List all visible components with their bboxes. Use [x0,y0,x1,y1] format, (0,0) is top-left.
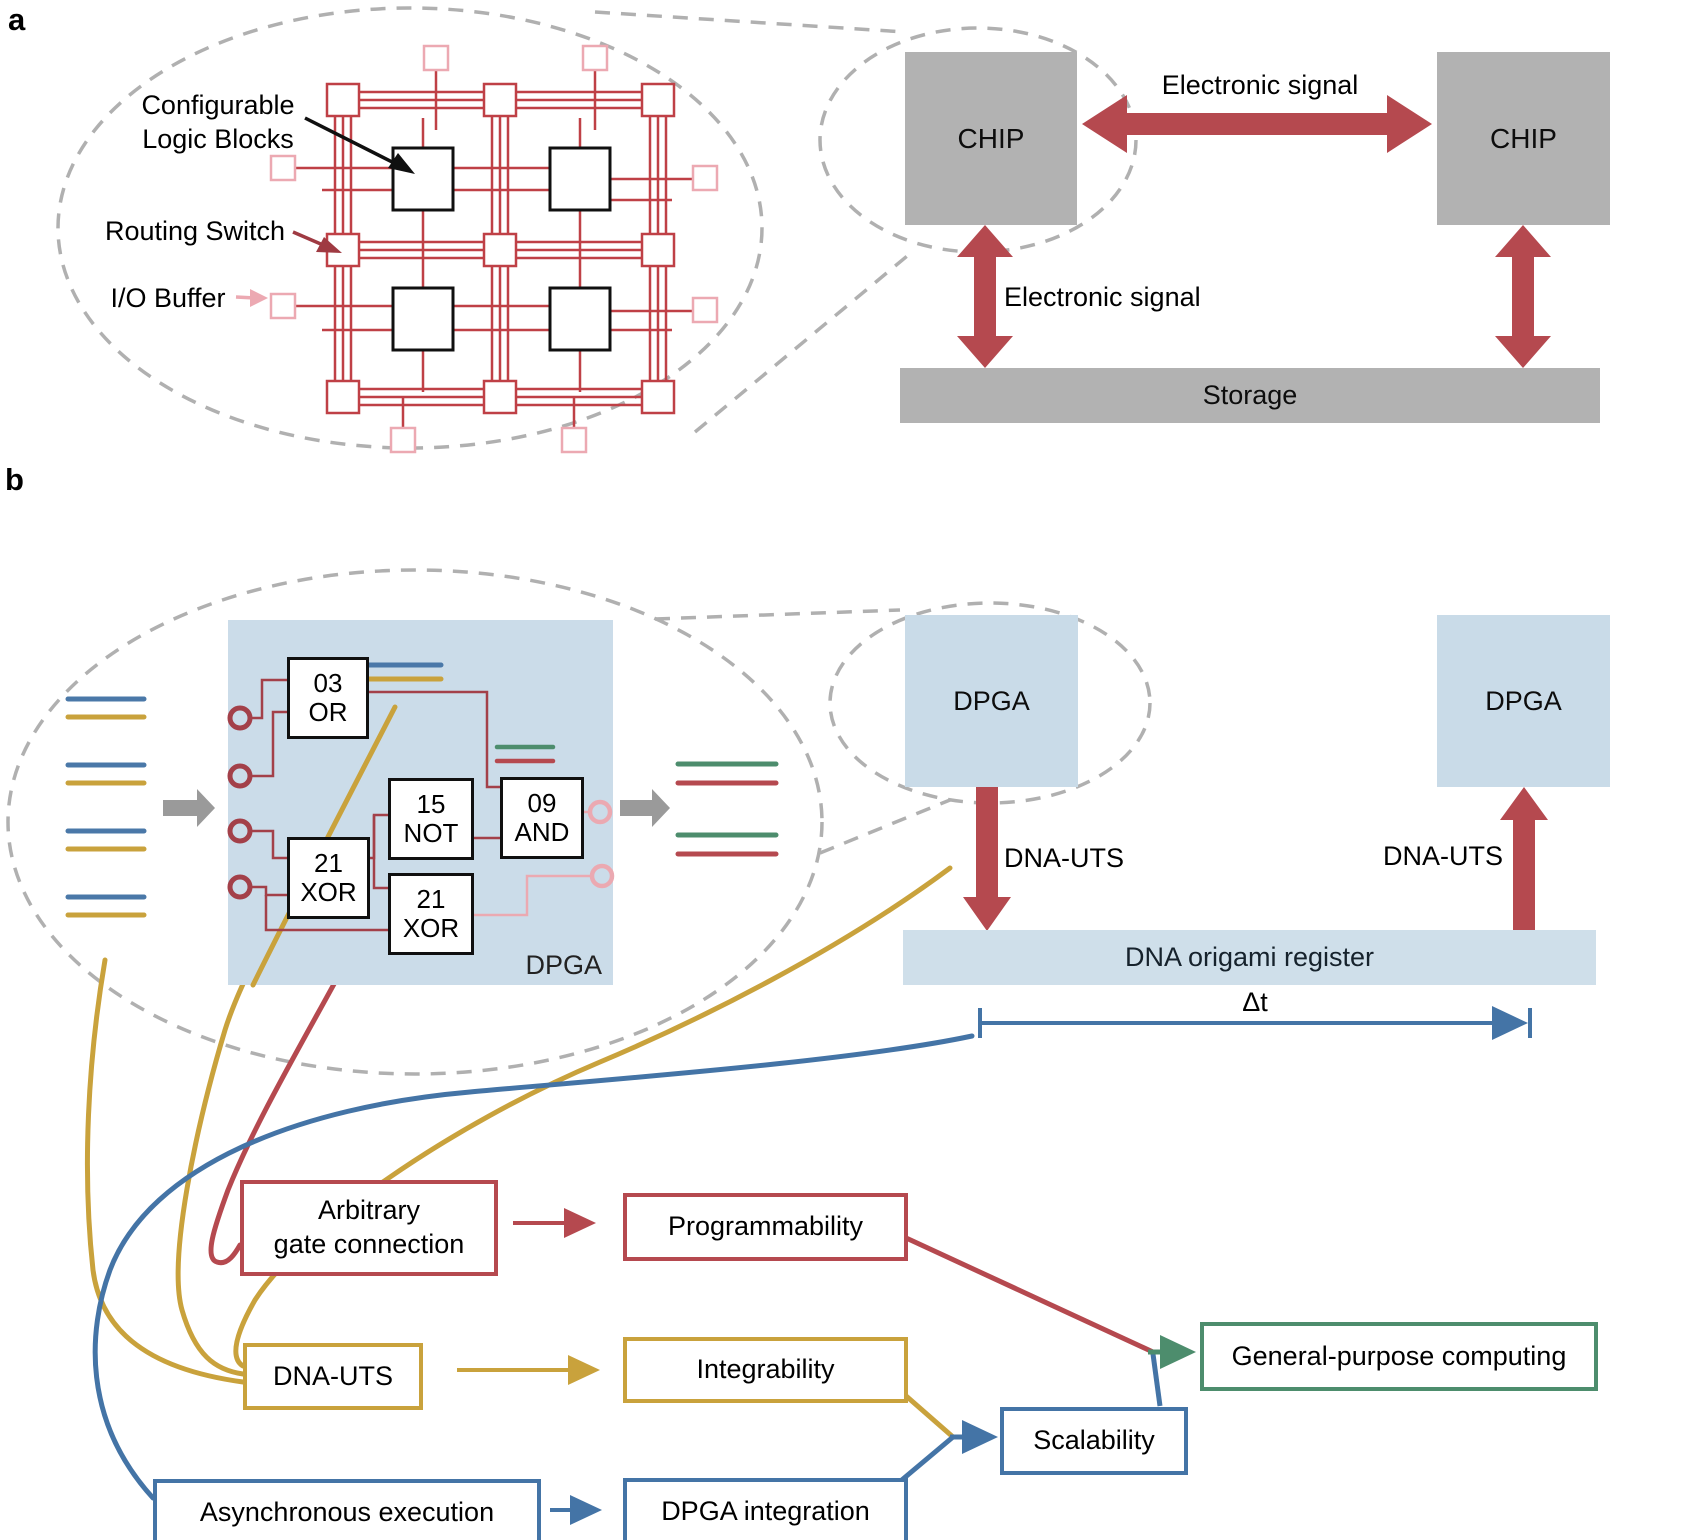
dna-uts-left-label: DNA-UTS [1004,842,1124,873]
gate-xor1: 21 XOR [287,837,370,919]
general-purpose-label: General-purpose computing [1231,1340,1567,1371]
dpga-integration-box: DPGA integration [623,1478,908,1540]
gate-and: 09 AND [500,777,584,859]
storage-bar: Storage [900,368,1600,423]
panel-b-dashed-ellipses [6,568,1152,1076]
storage-label: Storage [1202,380,1298,410]
panel-b-label: b [5,462,24,498]
gate-or: 03 OR [287,657,369,739]
chip-left-label: CHIP [957,122,1025,154]
io-buffer-label: I/O Buffer [110,282,226,313]
dna-origami-register-bar: DNA origami register [903,930,1596,985]
electronic-signal-top-label: Electronic signal [1161,69,1359,100]
io-buffer-pointer-arrow [235,289,268,307]
clb-pointer-arrow [304,116,415,174]
gate-and-op: AND [514,817,570,847]
dpga-left-box: DPGA [905,615,1078,787]
gate-xor1-num: 21 [314,847,343,878]
gate-or-op: OR [308,697,348,727]
programmability-box: Programmability [623,1193,908,1261]
integrability-label: Integrability [696,1354,835,1385]
gate-and-num: 09 [527,787,557,818]
dna-uts-arrows [963,787,1548,931]
gate-not: 15 NOT [388,778,474,860]
chip-right-label: CHIP [1490,122,1557,154]
dna-uts-right-label: DNA-UTS [1383,840,1503,871]
dpga-mini-strands [365,662,444,682]
dna-uts-box-label: DNA-UTS [273,1360,393,1391]
fpga-io-buffers [269,44,719,454]
arbitrary-line1: Arbitrary [317,1195,420,1226]
input-strands [65,696,147,918]
arbitrary-line2: gate connection [273,1229,465,1259]
flow-arrows [457,1208,1196,1525]
dpga-integration-label: DPGA integration [661,1496,870,1527]
electronic-signal-arrows [957,95,1551,368]
scalability-box: Scalability [1000,1407,1188,1475]
dpga-wires [251,678,500,932]
dpga-right-label: DPGA [1485,685,1562,716]
asynchronous-execution-box: Asynchronous execution [153,1479,541,1540]
fpga-grid [295,70,695,430]
delta-t-measure [978,1006,1532,1040]
gate-xor1-op: XOR [300,877,357,907]
routing-switch-pointer-arrow [292,230,342,253]
register-label: DNA origami register [1124,942,1375,972]
gate-xor2: 21 XOR [388,873,474,955]
chip-left-box: CHIP [905,52,1077,225]
flow-gray-arrows [163,789,670,827]
dpga-input-terminals [227,705,253,900]
asynchronous-label: Asynchronous execution [199,1496,495,1527]
gate-or-num: 03 [313,667,343,698]
gate-xor2-num: 21 [416,883,446,914]
gate-not-num: 15 [416,788,446,819]
delta-t-label: Δt [1242,986,1268,1017]
general-purpose-computing-box: General-purpose computing [1200,1322,1598,1391]
routing-switch-label: Routing Switch [104,215,286,246]
gate-xor2-op: XOR [402,913,460,943]
electronic-signal-left-label: Electronic signal [1004,281,1201,312]
gate-not-op: NOT [403,818,459,848]
output-strands [675,761,779,857]
dpga-left-label: DPGA [953,685,1030,716]
dna-uts-box: DNA-UTS [243,1343,423,1410]
arbitrary-gate-connection-box: Arbitrary gate connection [240,1180,498,1276]
dpga-yellow-strand [250,704,398,988]
fpga-clbs [391,146,612,352]
dpga-corner-label: DPGA [525,949,602,980]
clb-label-line1: Configurable [141,89,295,120]
chip-right-box: CHIP [1437,52,1610,225]
panel-a-label: a [8,2,26,38]
clb-label-line2: Logic Blocks [142,123,294,154]
dpga-mini-strands-2 [494,744,556,764]
programmability-label: Programmability [667,1211,864,1242]
integrability-box: Integrability [623,1337,908,1403]
dpga-right-box: DPGA [1437,615,1610,787]
scalability-label: Scalability [1033,1425,1155,1456]
dpga-output-terminals [587,799,615,889]
